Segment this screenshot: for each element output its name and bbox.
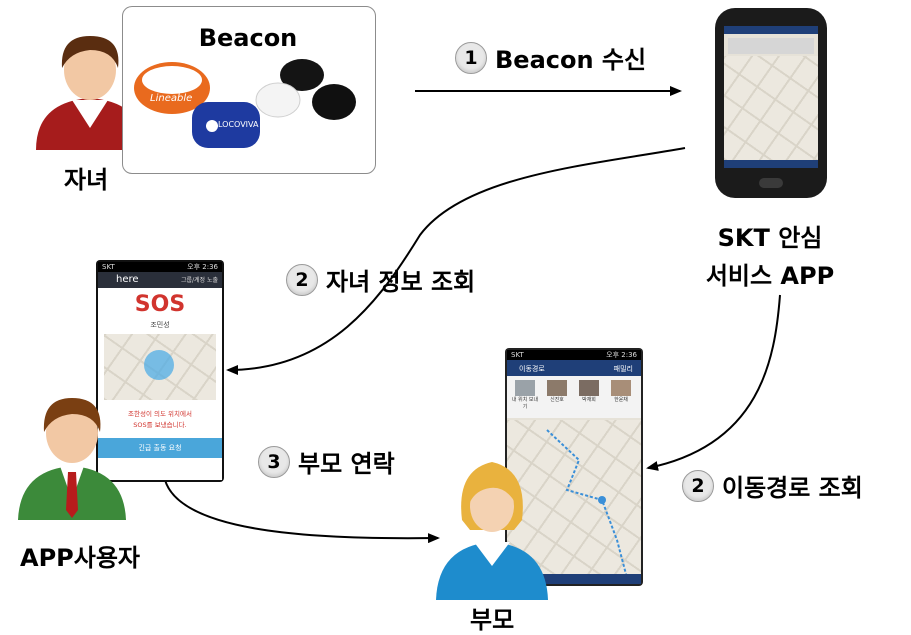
arrow-user-to-parent: [164, 479, 440, 544]
route-phone-screen: SKT 오후 2:36 이동경로 패밀리 내 위치 보내기 신진호 박재희 한윤…: [507, 350, 641, 584]
sos-call-button-label[interactable]: 긴급 출동 요청: [138, 444, 182, 452]
sos-child-name: 조민성: [150, 321, 170, 329]
route-contact-1-name: 내 위치 보내기: [511, 397, 539, 410]
app-user-label: APP사용자: [20, 544, 140, 572]
step1-text: Beacon 수신: [495, 46, 647, 74]
route-path: [546, 429, 628, 579]
band-text: Lineable: [150, 93, 193, 104]
skt-phone: [715, 8, 827, 198]
tag-text: LOCOVIVA: [218, 120, 259, 129]
route-contact-2[interactable]: 신진호: [543, 380, 571, 403]
step1-label: 1 Beacon 수신: [455, 40, 646, 75]
route-contact-1[interactable]: 내 위치 보내기: [511, 380, 539, 410]
beacon-box-title: Beacon: [198, 24, 298, 52]
sos-message-1: 조한성이 의도 위치에서: [128, 410, 192, 418]
sos-phone-screen: SKT 오후 2:36 here 그룹/계정 노출 SOS 조민성 조한성이 의…: [98, 262, 222, 480]
arrow-app-to-sos: [226, 147, 686, 375]
step2b-number: 2: [682, 469, 714, 502]
step3-text: 부모 연락: [298, 450, 395, 478]
route-contact-2-name: 신진호: [550, 397, 564, 403]
sos-message-2: SOS를 보냈습니다.: [133, 421, 187, 429]
route-contact-3-name: 박재희: [582, 397, 596, 403]
route-time: 오후 2:36: [606, 351, 637, 359]
step2a-label: 2 자녀 정보 조회: [286, 262, 475, 297]
route-carrier: SKT: [511, 351, 524, 359]
sos-title: SOS: [134, 292, 186, 317]
sos-brand: here: [116, 274, 139, 285]
route-contact-4-name: 한윤채: [614, 397, 628, 403]
step1-number: 1: [455, 41, 487, 74]
parent-label: 부모: [470, 606, 515, 634]
sos-carrier: SKT: [102, 263, 115, 271]
route-header-right[interactable]: 패밀리: [613, 365, 633, 373]
route-contact-3[interactable]: 박재희: [575, 380, 603, 403]
child-label: 자녀: [64, 166, 109, 194]
sos-call-button[interactable]: [98, 438, 222, 458]
skt-phone-screen: [724, 26, 818, 168]
step3-number: 3: [258, 445, 290, 478]
service-line2: 서비스 APP: [705, 262, 835, 290]
route-header-title: 이동경로: [519, 365, 545, 373]
step2b-label: 2 이동경로 조회: [682, 468, 863, 503]
arrow-app-to-parent: [646, 294, 781, 471]
sos-location-marker: [144, 350, 174, 380]
sos-time: 오후 2:36: [187, 263, 218, 271]
step3-label: 3 부모 연락: [258, 444, 395, 479]
service-line1: SKT 안심: [717, 224, 823, 252]
sos-phone: SKT 오후 2:36 here 그룹/계정 노출 SOS 조민성 조한성이 의…: [96, 260, 224, 482]
step2a-number: 2: [286, 263, 318, 296]
step2b-text: 이동경로 조회: [722, 474, 863, 502]
sos-group-label[interactable]: 그룹/계정 노출: [180, 277, 218, 284]
route-map[interactable]: [507, 420, 641, 574]
route-phone: SKT 오후 2:36 이동경로 패밀리 내 위치 보내기 신진호 박재희 한윤…: [505, 348, 643, 586]
route-contact-4[interactable]: 한윤채: [607, 380, 635, 403]
step2a-text: 자녀 정보 조회: [326, 268, 476, 296]
